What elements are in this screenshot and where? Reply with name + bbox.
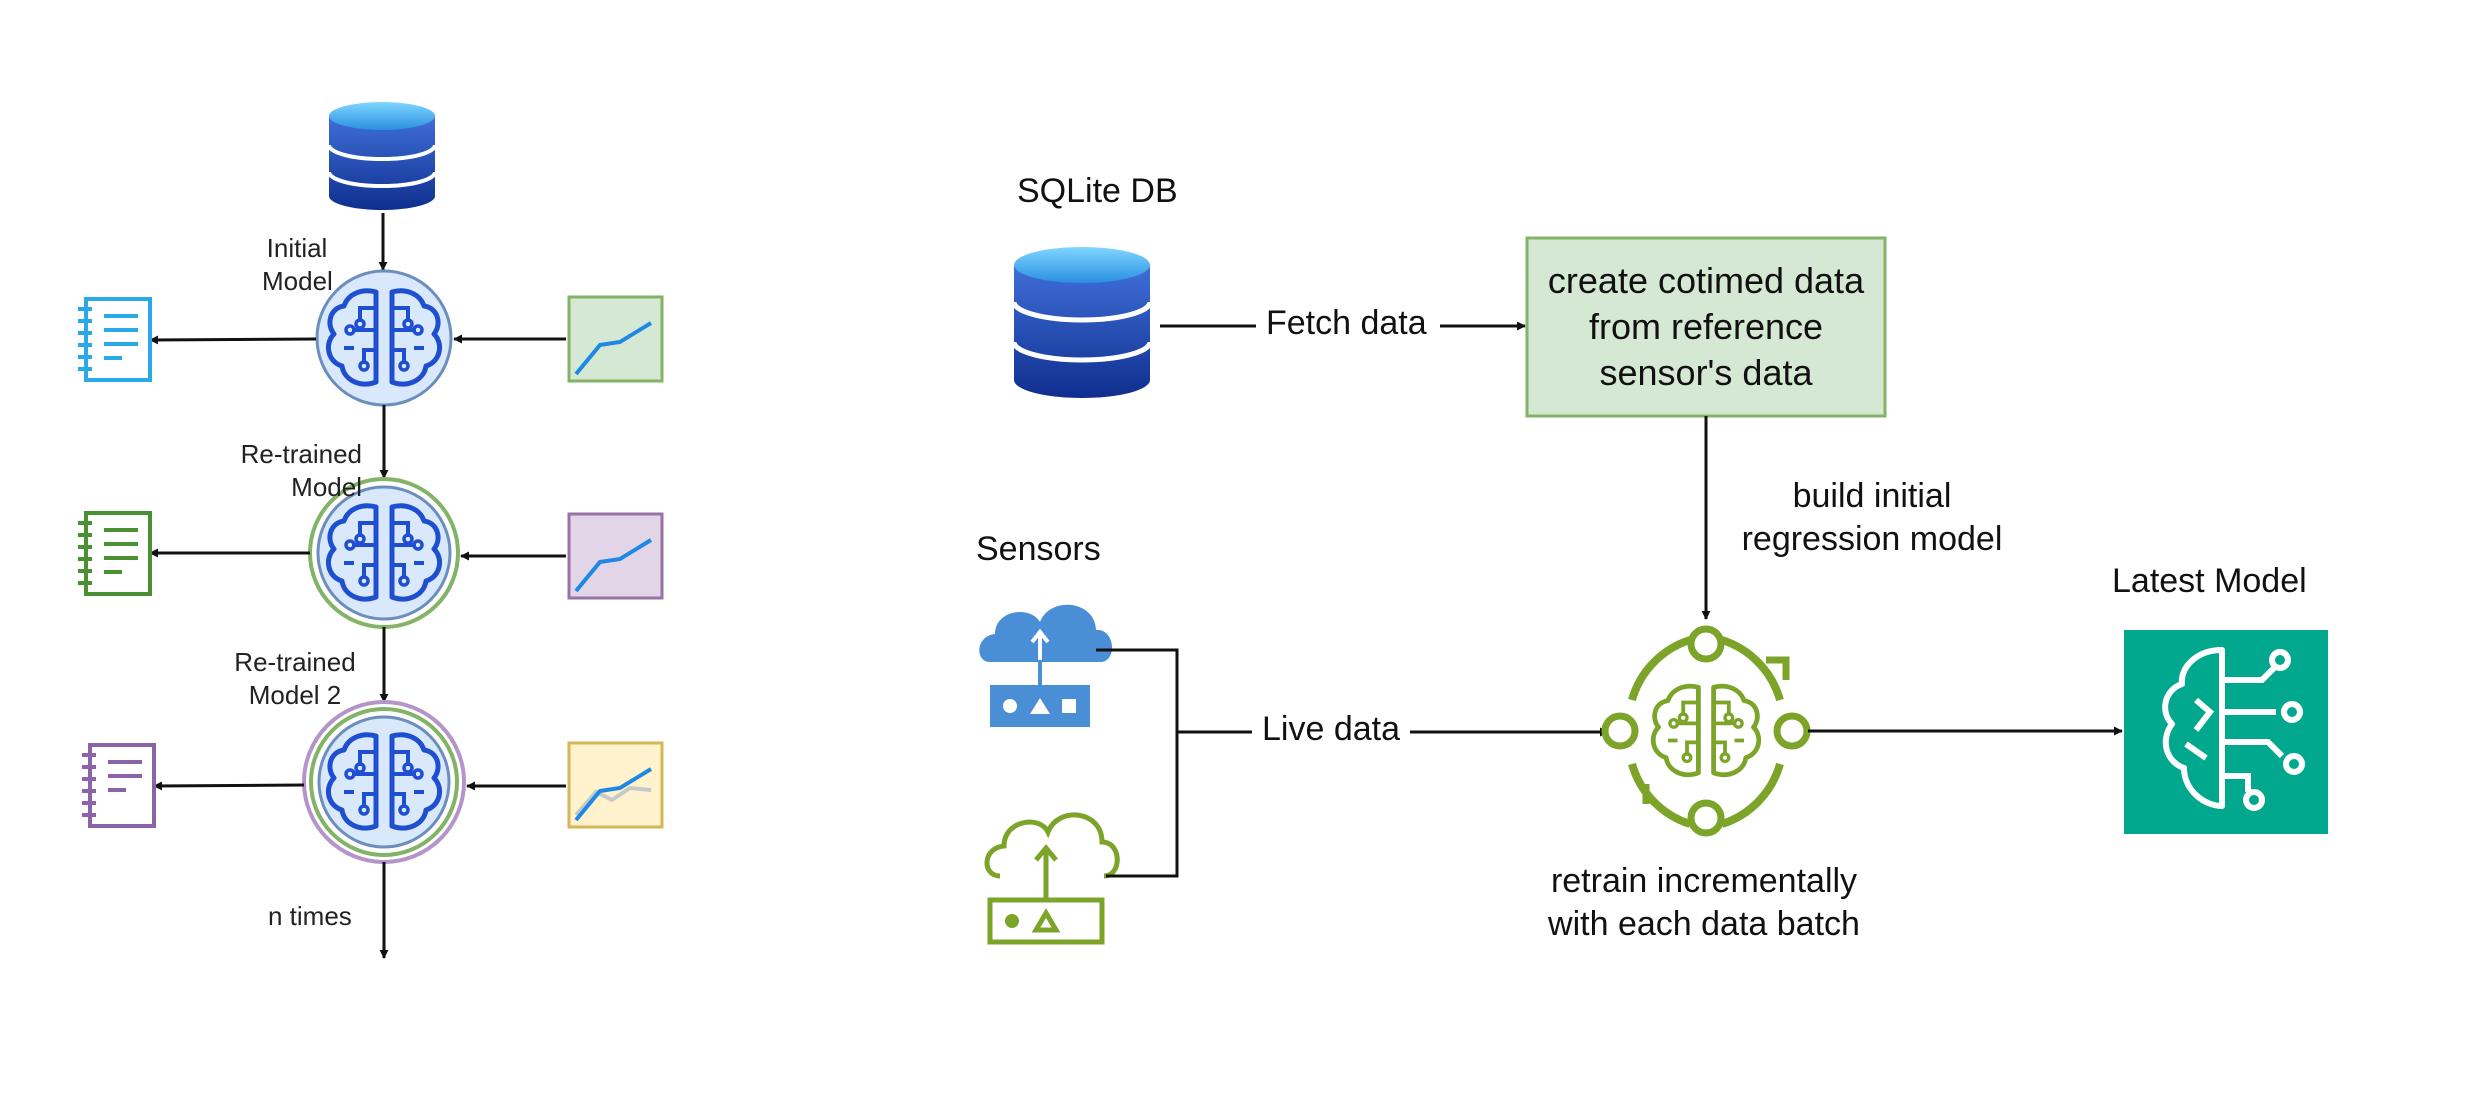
build-model-label-line1: build initial xyxy=(1792,477,1952,515)
notebook-icon-stage3 xyxy=(82,743,156,828)
arrow-initial-to-notes1 xyxy=(149,335,317,345)
chart-icon-stage2 xyxy=(567,512,664,600)
sensors-label: Sensors xyxy=(976,530,1101,568)
retrained-model-2-label: Re-trained Model 2 xyxy=(230,646,360,711)
latest-model-label: Latest Model xyxy=(2112,562,2307,600)
retrain-label: retrain incrementally with each data bat… xyxy=(1514,860,1894,945)
arrow-retrained2-to-notes3 xyxy=(153,781,305,791)
chart-icon-stage3 xyxy=(567,741,664,829)
sqlite-db-label: SQLite DB xyxy=(1017,172,1178,210)
initial-model-label: Initial Model xyxy=(262,232,333,297)
initial-model-label-line1: Initial xyxy=(266,233,328,263)
retrained-model-brain-icon xyxy=(308,477,460,629)
notebook-icon-stage2 xyxy=(78,511,152,596)
initial-model-brain-icon xyxy=(315,269,453,407)
top-database-icon xyxy=(327,102,437,210)
retrained-model-label-line1: Re-trained xyxy=(240,439,362,469)
retrain-label-line2: with each data batch xyxy=(1548,904,1860,943)
fetch-data-label: Fetch data xyxy=(1266,304,1427,342)
retrain-label-line1: retrain incrementally xyxy=(1550,862,1858,900)
process-box-text: create cotimed data from reference senso… xyxy=(1547,259,1865,394)
retrained-model-label: Re-trained Model xyxy=(232,438,362,503)
notebook-icon-stage1 xyxy=(78,297,152,382)
retrained-model-2-label-line2: Model 2 xyxy=(248,679,342,710)
initial-model-label-line2: Model xyxy=(262,265,333,296)
retrained-model-label-line2: Model xyxy=(291,471,362,502)
build-model-label-line2: regression model xyxy=(1741,519,2003,558)
chart-icon-stage1 xyxy=(567,295,664,383)
retrain-cycle-icon xyxy=(1601,625,1811,837)
sensor-connector-top xyxy=(1096,648,1179,878)
live-data-label: Live data xyxy=(1262,710,1400,748)
retrained-model-2-label-line1: Re-trained xyxy=(234,647,356,677)
sqlite-db-icon xyxy=(1011,247,1153,398)
n-times-label: n times xyxy=(268,901,352,931)
build-model-label: build initial regression model xyxy=(1722,475,2022,560)
retrained-model-2-brain-icon xyxy=(302,700,466,864)
latest-model-icon xyxy=(2124,630,2328,834)
cloud-sensor-blue-icon xyxy=(979,604,1112,727)
cloud-sensor-green-icon xyxy=(984,812,1120,945)
